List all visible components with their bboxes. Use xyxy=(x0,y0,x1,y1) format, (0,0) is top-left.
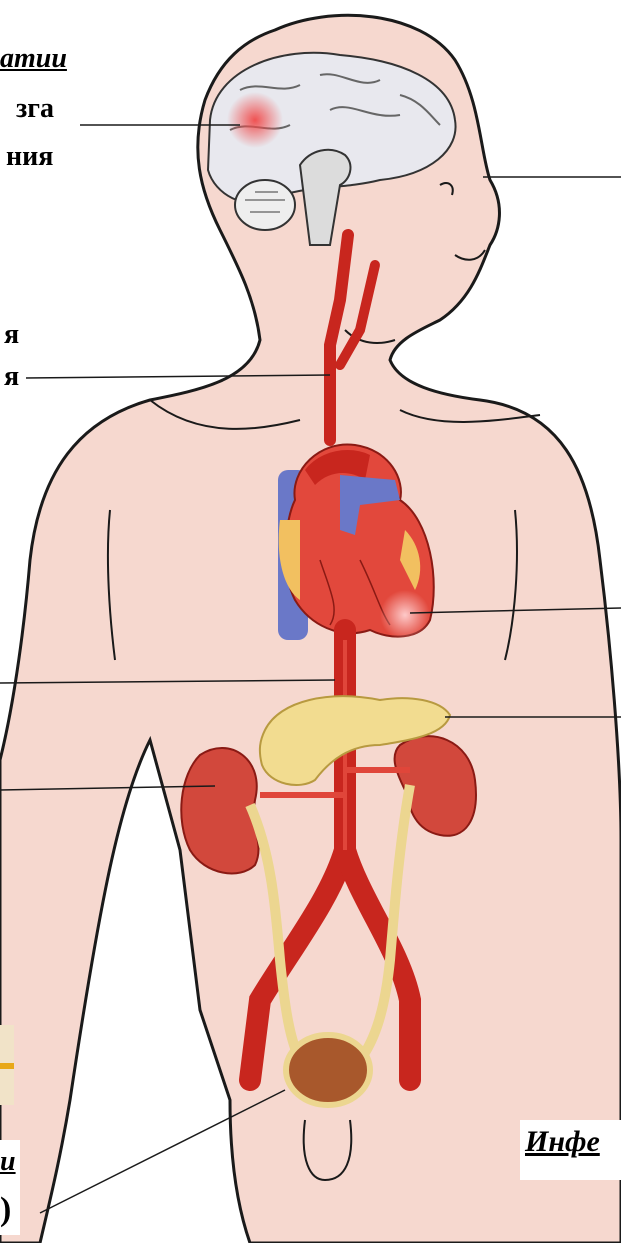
label-mid-left-line2: я xyxy=(4,360,19,394)
label-bottom-left-line2: ) xyxy=(0,1193,11,1227)
label-mid-left-line1: я xyxy=(4,318,19,352)
label-top-left-line3: ния xyxy=(6,140,53,174)
genitals xyxy=(304,1120,352,1180)
kidney-left-icon xyxy=(181,748,258,873)
label-bottom-left-heading: и xyxy=(0,1145,16,1179)
bladder-icon xyxy=(286,1035,370,1105)
label-top-left-heading: атии xyxy=(0,42,67,76)
label-bottom-right-heading: Инфе xyxy=(525,1125,600,1159)
label-top-left-line2: зга xyxy=(16,92,54,126)
